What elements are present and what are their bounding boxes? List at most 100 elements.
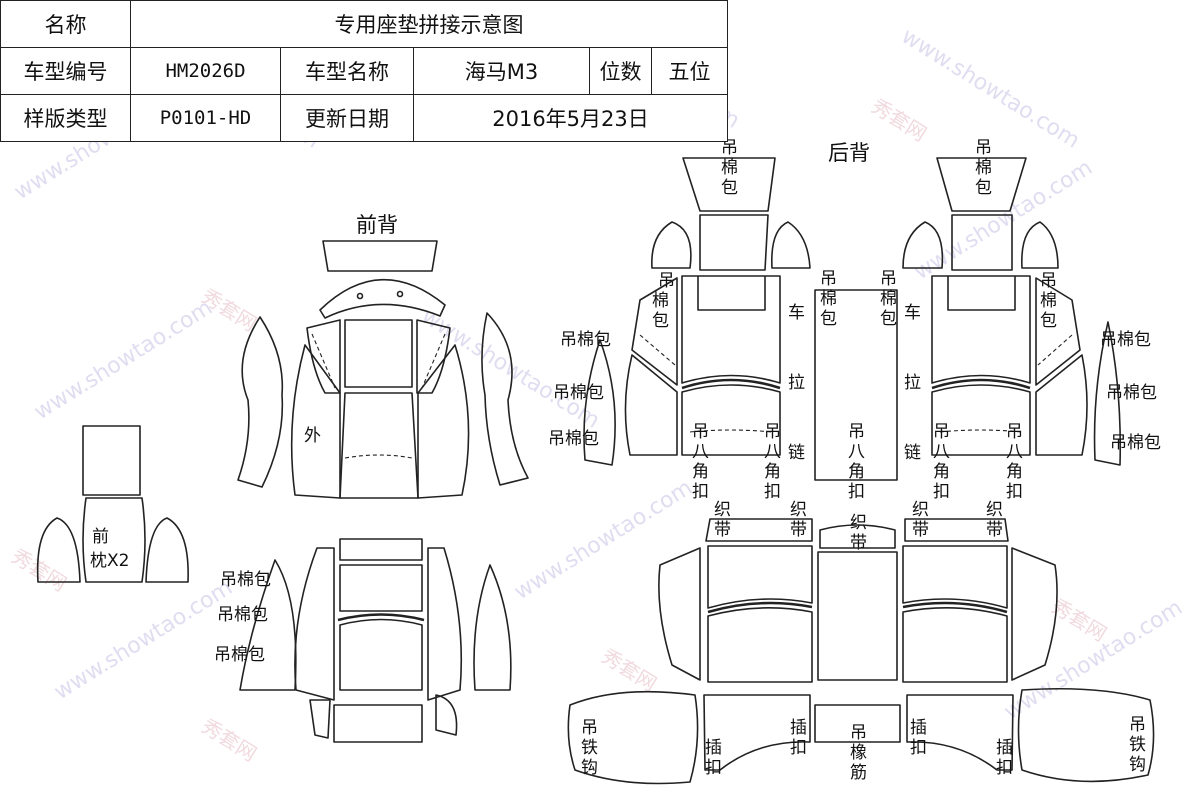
rear-cushion-left-top-strip <box>705 518 813 542</box>
front-pin-marker <box>396 290 404 298</box>
bag-char: 棉 <box>1040 291 1057 311</box>
rear-cushion-center-bottom <box>814 704 901 743</box>
watermark-brand: 秀套网 <box>867 94 931 146</box>
eight-char: 角 <box>933 462 950 482</box>
eight-char: 吊 <box>764 422 781 442</box>
rear-cushion-right-plug-panel <box>906 694 1014 771</box>
bag-char: 棉 <box>820 289 837 309</box>
header-row-name: 名称 专用座垫拼接示意图 <box>0 0 728 48</box>
iron-hook-char: 铁 <box>1129 735 1146 755</box>
eight-char: 角 <box>1006 462 1023 482</box>
rear-right-headrest-center <box>951 214 1013 271</box>
rear-right-headrest-top <box>936 157 1027 212</box>
bag-char: 棉 <box>975 158 992 178</box>
front-seam-line <box>311 333 336 389</box>
weave-char: 带 <box>986 520 1003 540</box>
eight-char: 吊 <box>848 422 865 442</box>
plug-char: 扣 <box>910 738 927 758</box>
rear-cushion-left-hook-flap <box>567 690 699 785</box>
rear-seam-line <box>1037 334 1073 366</box>
rear-left-wing <box>583 339 616 466</box>
front-back-title: 前背 <box>356 213 398 237</box>
rear-cushion-right-side <box>1011 547 1058 681</box>
headrest-center-panel <box>82 497 146 583</box>
rear-left-back-notch <box>697 276 766 311</box>
header-row-template: 样版类型 P0101-HD 更新日期 2016年5月23日 <box>0 94 728 142</box>
front-back-right-side <box>417 344 470 499</box>
plug-char: 插 <box>705 738 722 758</box>
seats-value: 五位 <box>651 47 728 95</box>
eight-char: 八 <box>1006 442 1023 462</box>
weave-char: 带 <box>912 520 929 540</box>
front-back-right-wing <box>481 312 529 486</box>
plug-char: 插 <box>910 718 927 738</box>
zipper-char: 链 <box>788 443 805 463</box>
hanging-cotton-bag-label: 吊棉包 <box>1110 433 1161 453</box>
rear-left-side-panel <box>624 354 678 456</box>
update-date-value: 2016年5月23日 <box>413 94 728 142</box>
eight-char: 吊 <box>933 422 950 442</box>
bag-char: 包 <box>975 178 992 198</box>
hanging-cotton-bag-label: 吊棉包 <box>1106 383 1157 403</box>
headrest-top-panel <box>82 425 141 496</box>
headrest-label-front: 前 <box>92 527 109 547</box>
eight-char: 扣 <box>692 482 709 502</box>
zipper-char: 拉 <box>788 373 805 393</box>
template-type-label: 样版类型 <box>0 94 131 142</box>
front-headrest-top-panel <box>322 240 438 272</box>
front-cushion-bottom-panel <box>333 704 423 743</box>
rear-back-title: 后背 <box>828 141 870 165</box>
plug-char: 扣 <box>790 738 807 758</box>
update-date-label: 更新日期 <box>280 94 414 142</box>
bag-char: 吊 <box>975 138 992 158</box>
headrest-right-side <box>145 517 189 583</box>
weave-char: 织 <box>912 500 929 520</box>
watermark-site: www.showtao.com <box>910 155 1097 285</box>
hanging-cotton-bag-label: 吊棉包 <box>560 330 611 350</box>
rear-left-back-lower <box>681 384 781 456</box>
hanging-cotton-bag-label: 吊棉包 <box>553 383 604 403</box>
rear-right-bolster <box>1035 277 1081 386</box>
rear-left-headrest-center <box>699 214 769 271</box>
eight-char: 八 <box>764 442 781 462</box>
front-cushion-left-flap <box>239 559 297 691</box>
eight-char: 角 <box>764 462 781 482</box>
bag-char: 吊 <box>880 269 897 289</box>
eight-char: 八 <box>848 442 865 462</box>
bag-char: 包 <box>820 309 837 329</box>
weave-char: 织 <box>714 500 731 520</box>
plug-char: 扣 <box>996 758 1013 778</box>
rear-right-wing <box>1093 321 1122 466</box>
front-cushion-right-flap <box>473 564 512 691</box>
diagram-name: 专用座垫拼接示意图 <box>130 0 728 48</box>
weave-char: 织 <box>850 513 867 533</box>
rubber-char: 吊 <box>850 723 867 743</box>
front-back-right-bolster <box>416 319 451 394</box>
weave-char: 带 <box>714 520 731 540</box>
rear-cushion-seam <box>902 601 1008 614</box>
watermark-site: www.showtao.com <box>417 304 604 434</box>
rear-left-headrest-top <box>682 157 776 212</box>
model-name-label: 车型名称 <box>280 47 414 95</box>
name-label: 名称 <box>0 0 131 48</box>
iron-hook-char: 钩 <box>581 758 598 778</box>
front-back-outer-side <box>290 344 341 499</box>
plug-char: 插 <box>790 718 807 738</box>
zipper-char: 拉 <box>904 373 921 393</box>
bag-char: 棉 <box>880 289 897 309</box>
rear-seam-line <box>939 429 1023 433</box>
rear-cushion-left-side <box>658 547 701 681</box>
model-name-value: 海马M3 <box>413 47 590 95</box>
eight-char: 八 <box>692 442 709 462</box>
front-cushion-right-corner <box>435 694 458 736</box>
template-type-value: P0101-HD <box>130 94 281 142</box>
rear-left-bolster <box>631 277 678 386</box>
front-pin-marker <box>356 292 364 300</box>
bag-char: 棉 <box>652 291 669 311</box>
iron-hook-char: 铁 <box>581 738 598 758</box>
watermark-site: www.showtao.com <box>510 475 697 605</box>
front-cushion-right-side <box>427 547 463 701</box>
rubber-char: 橡 <box>850 743 867 763</box>
hanging-cotton-bag-label: 吊棉包 <box>214 645 265 665</box>
front-headrest-arch-panel <box>319 278 446 319</box>
